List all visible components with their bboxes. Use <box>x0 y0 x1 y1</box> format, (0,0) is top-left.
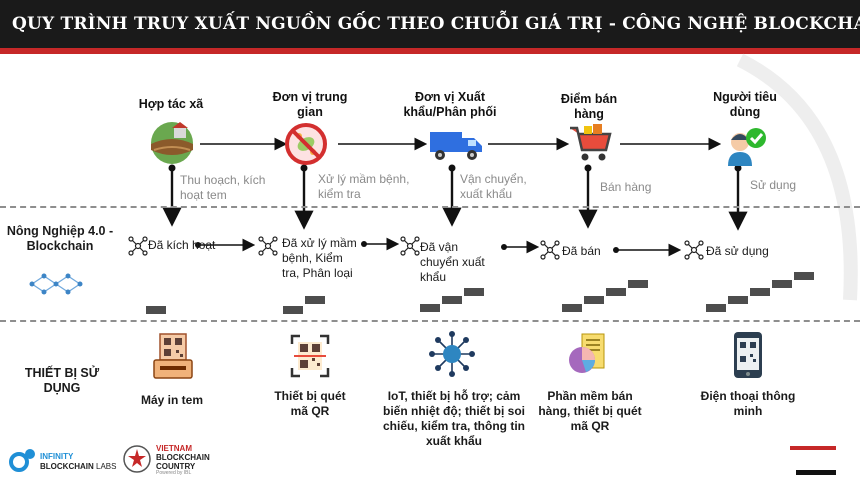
row-label-devices: THIẾT BỊ SỬ DỤNG <box>20 366 104 396</box>
iot-globe-icon <box>428 330 476 378</box>
stage-title-diem-ban-hang: Điểm bán hàng <box>554 92 624 122</box>
stage-title-don-vi-xuat-khau: Đơn vị Xuất khẩu/Phân phối <box>392 90 508 120</box>
status-label-da-xu-ly: Đã xử lý mầm bệnh, Kiểm tra, Phân loại <box>282 236 360 281</box>
vn-logo-line1: VIETNAM <box>156 444 192 453</box>
separator-bottom <box>0 320 860 322</box>
stage-title-don-vi-trung-gian: Đơn vị trung gian <box>268 90 352 120</box>
process-label-van-chuyen: Vận chuyển, xuất khẩu <box>460 172 540 202</box>
network-dots-icon <box>28 270 84 298</box>
device-label-phan-mem: Phần mềm bán hàng, thiết bị quét mã QR <box>538 389 642 434</box>
node-network-icon <box>684 240 704 260</box>
farm-icon <box>148 120 196 166</box>
vn-logo-line2: BLOCKCHAIN <box>156 453 210 462</box>
device-label-quet-qr: Thiết bị quét mã QR <box>268 389 352 419</box>
device-label-may-in-tem: Máy in tem <box>132 393 212 408</box>
device-label-iot: IoT, thiết bị hỗ trợ; cảm biến nhiệt độ;… <box>380 389 528 449</box>
node-network-icon <box>258 236 278 256</box>
status-label-da-ban: Đã bán <box>562 244 612 259</box>
vietnam-blockchain-logo-icon <box>122 444 152 474</box>
node-network-icon <box>540 240 560 260</box>
vn-logo-line4: Powered by IBL <box>156 470 191 476</box>
status-label-da-kich-hoat: Đã kích hoạt <box>148 238 228 253</box>
process-label-xu-ly: Xử lý mầm bệnh, kiểm tra <box>318 172 410 202</box>
device-label-dien-thoai: Điện thoại thông minh <box>698 389 798 419</box>
consumer-icon <box>722 124 766 166</box>
infinity-logo-line1: INFINITY <box>40 452 73 461</box>
qr-scanner-icon <box>290 334 330 378</box>
process-label-su-dung: Sử dụng <box>750 178 810 193</box>
label-printer-icon <box>152 332 194 382</box>
germ-icon <box>284 122 328 166</box>
process-label-ban-hang: Bán hàng <box>600 180 670 195</box>
truck-icon <box>428 128 484 162</box>
smartphone-icon <box>732 330 764 380</box>
sales-software-icon <box>566 332 608 380</box>
deco-dark-stroke <box>796 470 836 475</box>
node-network-icon <box>128 236 148 256</box>
separator-top <box>0 206 860 208</box>
row-label-blockchain: Nông Nghiệp 4.0 - Blockchain <box>0 224 120 254</box>
stage-title-hop-tac-xa: Hợp tác xã <box>128 97 214 112</box>
status-label-da-van-chuyen: Đã vận chuyển xuất khẩu <box>420 240 494 285</box>
status-label-da-su-dung: Đã sử dụng <box>706 244 776 259</box>
stage-title-nguoi-tieu-dung: Người tiêu dùng <box>712 90 778 120</box>
deco-red-stroke <box>790 446 836 450</box>
shopping-cart-icon <box>568 124 612 164</box>
process-label-thu-hoach: Thu hoạch, kích hoạt tem <box>180 173 266 203</box>
infinity-logo-line2: BLOCKCHAIN LABS <box>40 462 116 471</box>
node-network-icon <box>400 236 420 256</box>
infinity-logo-icon <box>8 446 38 474</box>
